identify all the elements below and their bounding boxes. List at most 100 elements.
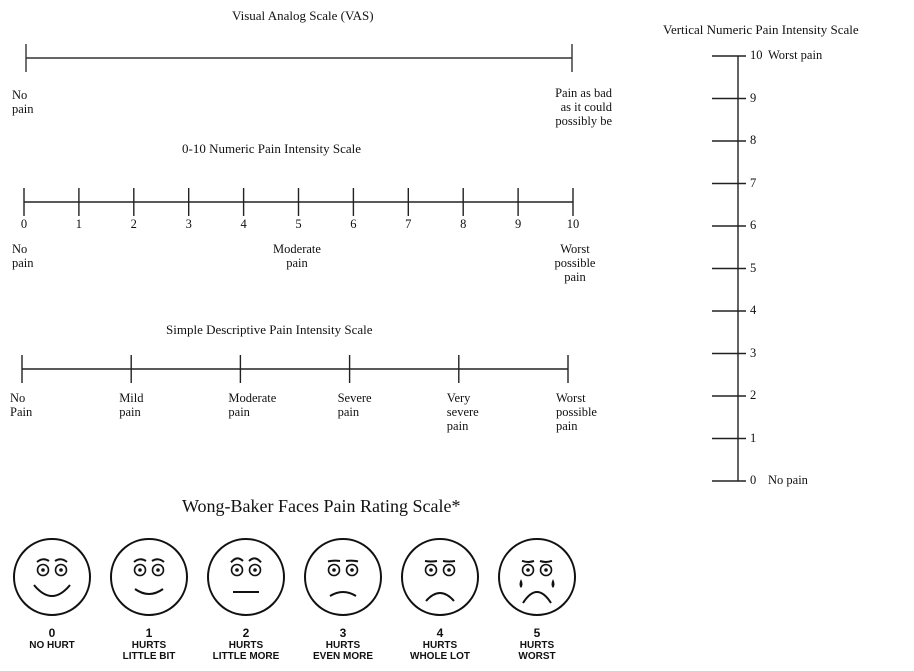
- vertical-level-desc: No pain: [768, 473, 808, 487]
- face-brow: [539, 559, 553, 563]
- descriptive-scale-title: Simple Descriptive Pain Intensity Scale: [166, 322, 373, 337]
- vertical-level-desc: Worst pain: [768, 48, 823, 62]
- face-tear: [519, 579, 523, 588]
- descriptive-label-line: Pain: [10, 405, 33, 419]
- face-pupil: [156, 568, 160, 572]
- face-number: 5: [533, 626, 541, 640]
- descriptive-label-line: pain: [119, 405, 141, 419]
- vertical-level-value: 1: [750, 430, 757, 445]
- face-1-icon: [110, 538, 188, 616]
- face-eye: [133, 563, 147, 577]
- face-caption: HURTS: [325, 640, 361, 651]
- vas-line: [25, 44, 573, 72]
- face-brow: [133, 558, 147, 563]
- face-caption: WHOLE LOT: [410, 651, 470, 662]
- face-5-icon: [498, 538, 576, 616]
- face-caption: EVEN MORE: [312, 651, 373, 662]
- face-caption: NO HURT: [29, 640, 75, 651]
- descriptive-label-line: Very: [446, 391, 471, 405]
- descriptive-label-line: Severe: [337, 391, 372, 405]
- face-pupil: [138, 568, 142, 572]
- face-pupil: [41, 568, 45, 572]
- descriptive-label-line: severe: [446, 405, 479, 419]
- numeric-tick-label: 10: [566, 217, 580, 231]
- face-caption: HURTS: [422, 640, 458, 651]
- vertical-level-value: 3: [750, 345, 757, 360]
- face-brow: [151, 558, 165, 563]
- vertical-scale-title: Vertical Numeric Pain Intensity Scale: [663, 22, 859, 37]
- vertical-level-value: 7: [750, 175, 757, 190]
- face-brow: [248, 557, 262, 564]
- vertical-level-value: 10: [750, 48, 763, 62]
- face-caption: LITTLE MORE: [212, 651, 280, 662]
- face-eye: [345, 563, 359, 577]
- vertical-level-value: 8: [750, 133, 757, 147]
- numeric-tick-label: 3: [185, 217, 192, 231]
- face-pupil: [235, 568, 239, 572]
- face-brow: [521, 559, 535, 563]
- face-brow: [54, 558, 68, 563]
- face-number: 0: [48, 626, 56, 640]
- face-tear: [551, 579, 555, 588]
- numeric-tick-label: 9: [514, 217, 522, 231]
- numeric-tick-label: 0: [20, 217, 28, 231]
- face-pupil: [253, 568, 257, 572]
- face-0-icon: [13, 538, 91, 616]
- descriptive-label-line: possible: [556, 405, 597, 419]
- vertical-level-value: 2: [750, 388, 757, 402]
- face-pupil: [447, 568, 451, 572]
- face-pupil: [429, 568, 433, 572]
- face-mouth: [134, 588, 164, 595]
- face-brow: [230, 557, 244, 564]
- numeric-tick-label: 5: [295, 217, 302, 231]
- numeric-tick-label: 7: [405, 217, 412, 231]
- vertical-level-value: 6: [750, 218, 757, 232]
- descriptive-label-line: Moderate: [228, 391, 277, 405]
- numeric-tick-label: 6: [350, 217, 357, 231]
- vertical-level-value: 4: [750, 303, 757, 317]
- face-brow: [36, 558, 50, 563]
- face-eye: [327, 563, 341, 577]
- face-pupil: [332, 568, 336, 572]
- numeric-tick-label: 1: [75, 217, 83, 231]
- face-eye: [54, 563, 68, 577]
- descriptive-label-line: Worst: [556, 391, 586, 405]
- face-caption: HURTS: [519, 640, 555, 651]
- descriptive-label-line: pain: [556, 419, 578, 433]
- face-mouth: [425, 592, 455, 602]
- face-number: 1: [145, 626, 153, 640]
- face-eye: [36, 563, 50, 577]
- face-eye: [521, 563, 535, 577]
- face-2-icon: [207, 538, 285, 616]
- descriptive-label-line: pain: [446, 419, 469, 433]
- numeric-tick-label: 2: [130, 217, 137, 231]
- face-caption: WORST: [518, 651, 556, 662]
- face-mouth: [329, 591, 357, 597]
- face-pupil: [526, 568, 530, 572]
- face-brow: [345, 559, 359, 563]
- face-eye: [424, 563, 438, 577]
- face-pupil: [59, 568, 63, 572]
- face-eye: [151, 563, 165, 577]
- descriptive-label-line: Mild: [119, 391, 144, 405]
- numeric-tick-label: 4: [240, 217, 247, 231]
- numeric-scale-line: [23, 188, 574, 216]
- face-pupil: [544, 568, 548, 572]
- descriptive-scale-line: [21, 355, 569, 383]
- face-pupil: [350, 568, 354, 572]
- face-number: 2: [242, 626, 250, 640]
- numeric-tick-label: 8: [460, 217, 467, 231]
- face-eye: [442, 563, 456, 577]
- vas-title: Visual Analog Scale (VAS): [232, 8, 374, 23]
- face-3-icon: [304, 538, 382, 616]
- face-eye: [539, 563, 553, 577]
